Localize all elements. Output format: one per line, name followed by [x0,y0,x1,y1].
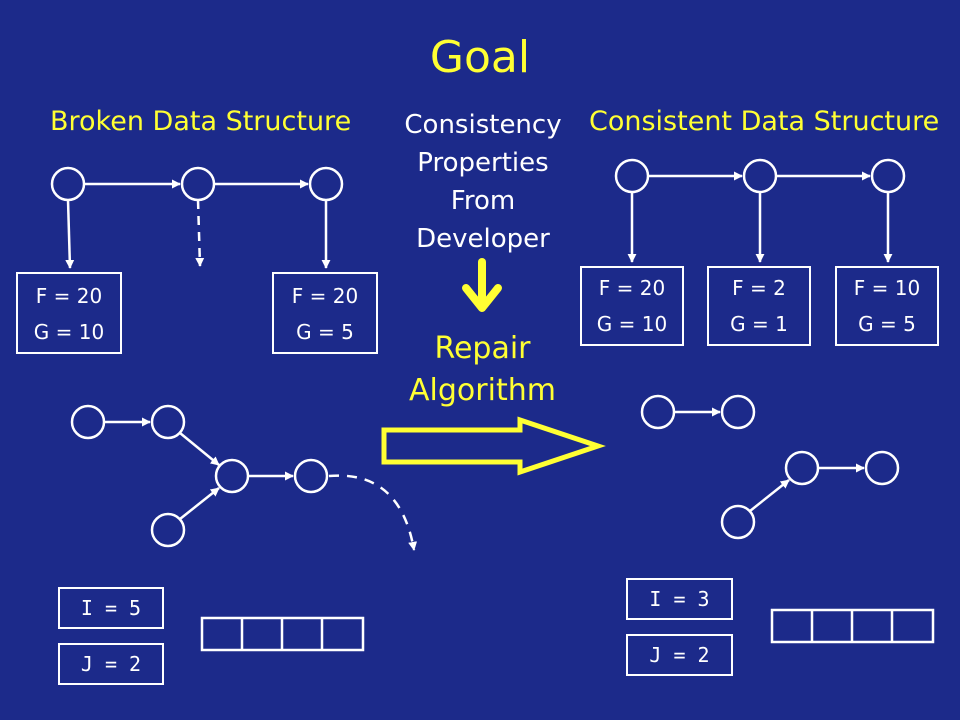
node [293,458,329,494]
edge-arrow [179,487,220,520]
field-g: G = 5 [858,312,916,336]
field-box: F = 2 G = 1 [707,266,811,346]
node [864,450,900,486]
node [70,404,106,440]
field-box: F = 20 G = 10 [16,272,122,354]
dangling-pointer [195,199,205,267]
field-f: F = 2 [732,276,786,300]
edge-arrow [65,199,75,269]
consistent-heading: Consistent Data Structure [589,106,940,137]
field-box: F = 10 G = 5 [835,266,939,346]
node [720,504,756,540]
node [214,458,250,494]
node [180,166,216,202]
field-f: F = 10 [853,276,921,300]
node [720,394,756,430]
field-f: F = 20 [291,284,359,308]
field-g: G = 10 [596,312,668,336]
consistency-properties-text: Consistency Properties From Developer [404,110,562,254]
node [742,158,778,194]
node [150,512,186,548]
node [614,158,650,194]
repair-algorithm-text: Repair Algorithm [409,331,556,408]
edge-arrow [179,432,220,466]
variable-box-j: J = 2 [626,634,733,676]
field-g: G = 1 [730,312,788,336]
field-f: F = 20 [35,284,103,308]
field-box: F = 20 G = 5 [272,272,378,354]
block-arrow-icon [381,416,606,476]
node [870,158,906,194]
broken-heading: Broken Data Structure [50,106,352,137]
node [640,394,676,430]
field-box: F = 20 G = 10 [580,266,684,346]
node [308,166,344,202]
field-g: G = 10 [33,320,105,344]
node [50,166,86,202]
dangling-pointer [328,474,418,551]
node [150,404,186,440]
down-arrow-icon [462,258,502,312]
node [784,450,820,486]
variable-box-j: J = 2 [58,643,164,685]
variable-box-i: I = 3 [626,578,733,620]
variable-box-i: I = 5 [58,587,164,629]
slide-title: Goal [429,32,531,83]
field-f: F = 20 [598,276,666,300]
edge-arrow [749,479,790,512]
field-g: G = 5 [296,320,354,344]
